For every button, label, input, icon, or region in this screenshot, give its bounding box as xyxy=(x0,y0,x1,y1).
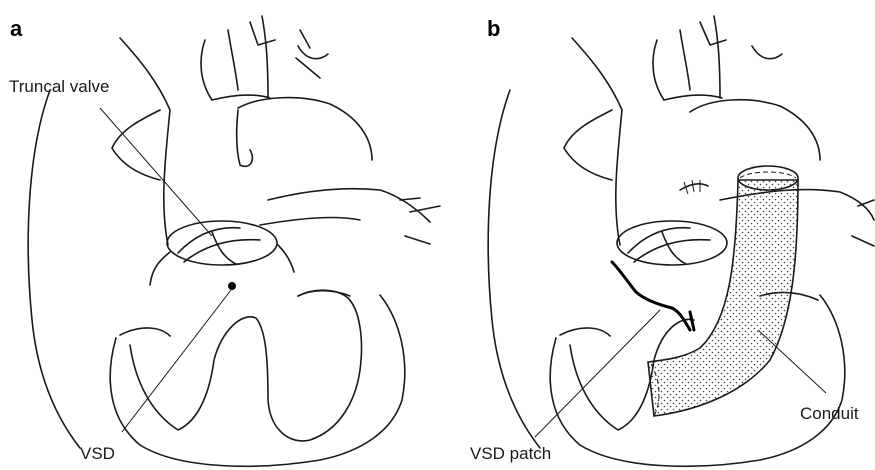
panel-a: a xyxy=(9,16,440,466)
panel-b-letter: b xyxy=(487,16,500,41)
pulmonary-arteries xyxy=(112,98,440,244)
outer-body-outline-b xyxy=(488,90,540,448)
vsd-label: VSD xyxy=(80,444,115,463)
truncal-valve-b xyxy=(617,221,727,265)
right-ventricle xyxy=(110,290,405,466)
truncal-valve-label: Truncal valve xyxy=(9,77,109,96)
conduit xyxy=(648,166,798,416)
truncus-arteriosus-b xyxy=(564,16,874,246)
conduit-label: Conduit xyxy=(800,404,859,423)
vsd-patch-label: VSD patch xyxy=(470,444,551,463)
panel-b: b xyxy=(470,16,874,466)
vsd-dot xyxy=(228,282,236,290)
outer-body-outline xyxy=(28,90,80,448)
truncal-valve-leader xyxy=(100,108,212,236)
truncal-valve xyxy=(150,221,294,285)
truncus-arteriosus xyxy=(120,16,328,245)
panel-a-letter: a xyxy=(10,16,23,41)
